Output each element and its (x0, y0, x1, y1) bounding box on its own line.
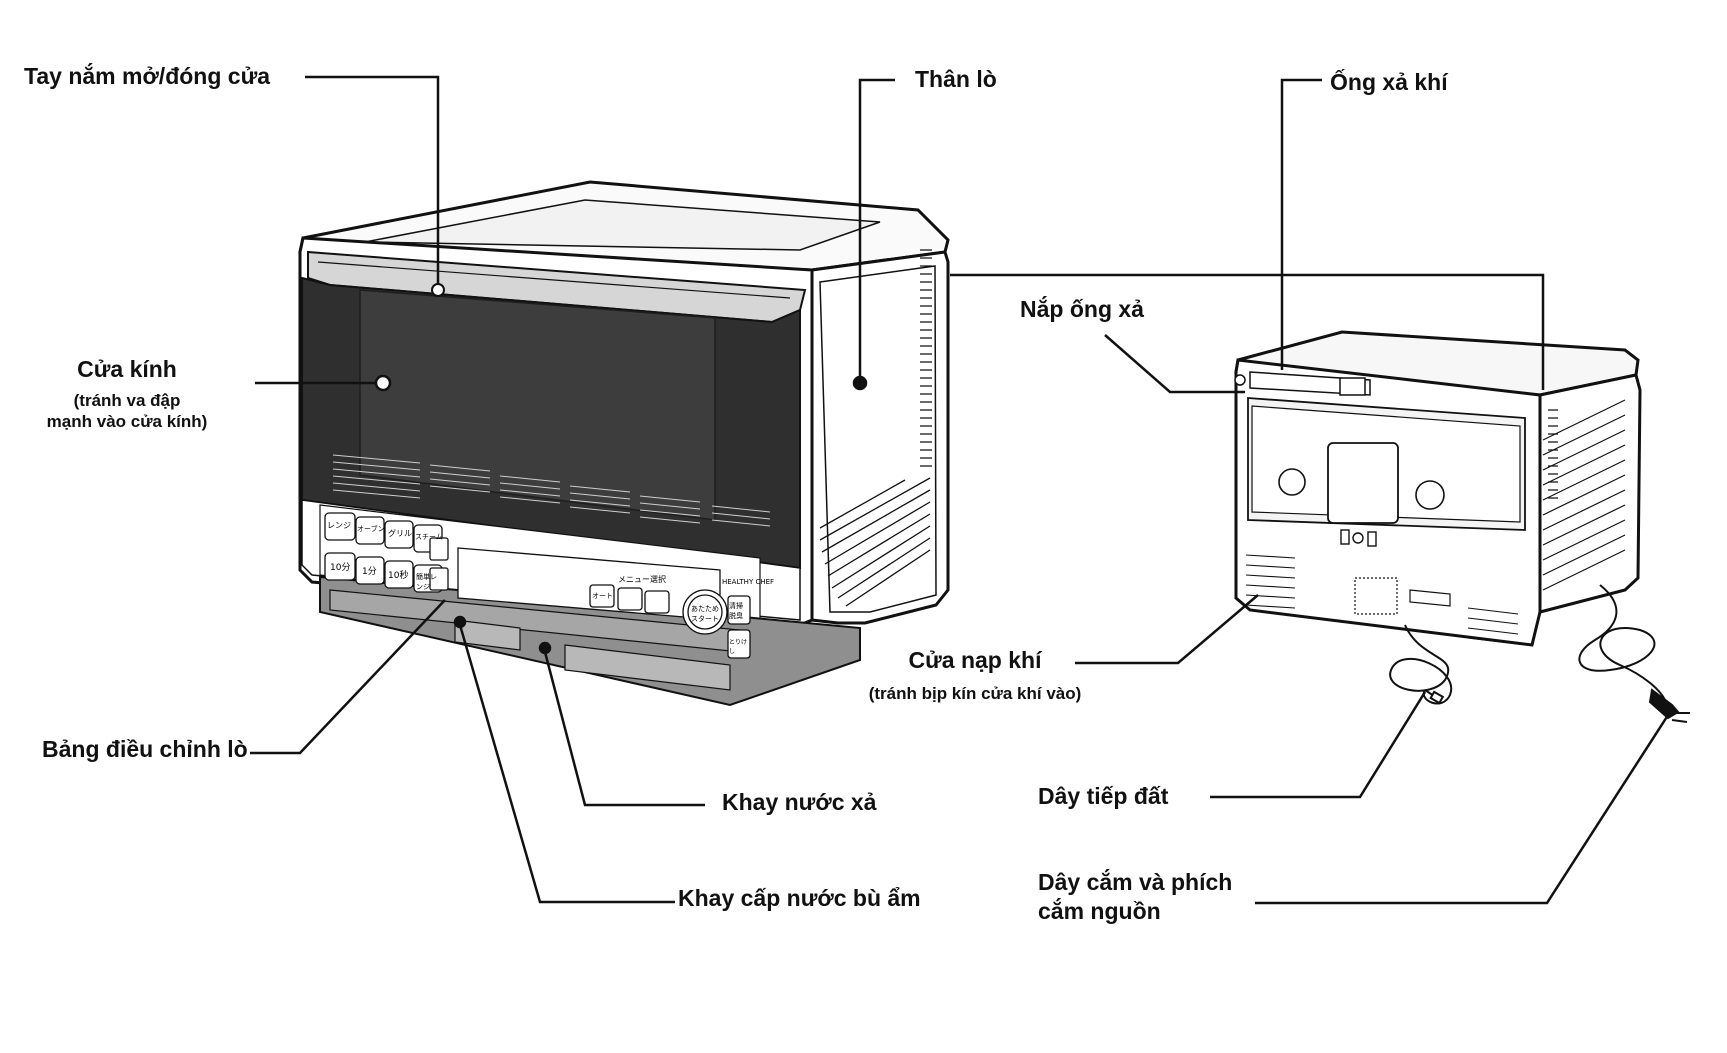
control-panel-buttons (324, 512, 751, 659)
label-exhaust-cover: Nắp ống xả (1020, 296, 1144, 322)
rear-oven (1234, 330, 1642, 647)
panel-btn-steam: スチーム (415, 533, 443, 541)
label-power-cord-line-1: Dây cắm và phích (1038, 869, 1233, 895)
panel-menu-text (332, 454, 771, 527)
panel-btn-1min: 1分 (362, 567, 377, 577)
leader-lines (250, 75, 1672, 905)
label-air-intake-title: Cửa nạp khí (908, 647, 1042, 673)
label-glass-door-note-1: (tránh va đập (73, 390, 181, 410)
label-ground-wire: Dây tiếp đất (1038, 783, 1169, 809)
label-drain-tray: Khay nước xả (722, 789, 877, 815)
side-vents (819, 249, 932, 607)
label-glass-door-note-2: mạnh vào cửa kính) (46, 412, 208, 431)
label-power-cord: Dây cắm và phích cắm nguồn (1038, 868, 1232, 926)
power-cords (1389, 584, 1690, 723)
label-air-intake-note: (tránh bịp kín cửa khí vào) (868, 683, 1082, 703)
label-control-panel: Bảng điều chỉnh lò (42, 736, 248, 762)
panel-btn-range: レンジ (327, 521, 351, 530)
panel-btn-oven: オーブン (357, 525, 385, 533)
label-glass-door: Cửa kính (tránh va đập mạnh vào cửa kính… (32, 355, 222, 432)
label-door-handle: Tay nắm mở/đóng cửa (24, 63, 271, 89)
panel-btn-clean: 清掃脱臭 (729, 602, 743, 620)
label-air-intake: Cửa nạp khí (tránh bịp kín cửa khí vào) (860, 646, 1090, 704)
label-oven-body: Thân lò (915, 66, 997, 92)
panel-btn-auto: オート (592, 592, 613, 600)
panel-btn-warm: 簡単レンジ (416, 573, 437, 591)
label-exhaust-duct: Ống xả khí (1330, 69, 1448, 95)
panel-menu-select: メニュー選択 (618, 575, 666, 584)
panel-btn-cancel: とりけし (729, 639, 748, 655)
panel-btn-start: あたためスタート (691, 605, 719, 623)
panel-btn-grill: グリル (388, 529, 412, 538)
label-glass-door-title: Cửa kính (77, 356, 177, 382)
label-water-tank: Khay cấp nước bù ẩm (678, 885, 921, 911)
panel-btn-10sec: 10秒 (388, 571, 409, 581)
front-oven (298, 180, 950, 707)
label-power-cord-line-2: cắm nguồn (1038, 897, 1161, 924)
panel-btn-10min: 10分 (330, 563, 351, 573)
panel-brand: HEALTHY CHEF (722, 578, 775, 586)
